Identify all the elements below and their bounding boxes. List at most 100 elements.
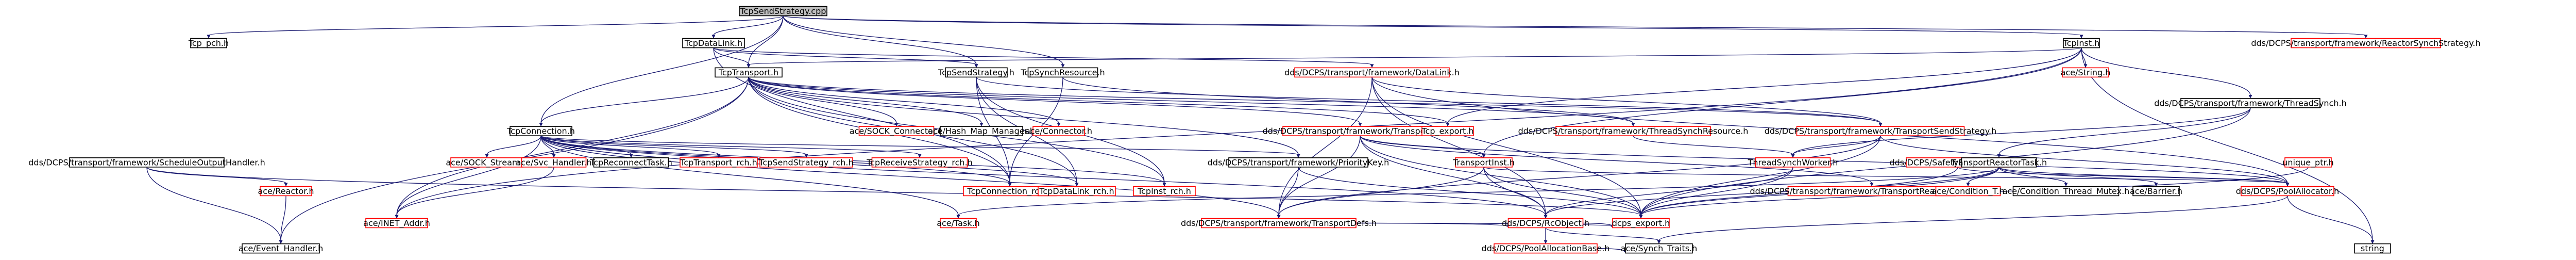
include-file-node[interactable]: TcpReconnectTask.h <box>589 157 672 168</box>
edge-n17-n39 <box>1278 136 1881 216</box>
edge-n8-n41 <box>1371 77 1641 216</box>
edge-arrowhead-n8-n17 <box>1878 123 1883 127</box>
include-file-node[interactable]: TcpTransport.h <box>715 67 783 78</box>
node-label: TransportReactorTask.h <box>1951 157 2047 167</box>
node-box <box>1796 126 1965 136</box>
unresolved-include-node[interactable]: TransportInst.h <box>1452 157 1515 168</box>
include-file-node[interactable]: TcpInst.h <box>2063 38 2100 48</box>
edge-n31-n41 <box>1483 167 1641 216</box>
unresolved-include-node[interactable]: dds/DCPS/RcObject.h <box>1502 218 1589 229</box>
edge-arrowhead-n5-n11 <box>539 123 543 127</box>
node-box <box>365 218 428 229</box>
edge-n34-n43 <box>1998 167 2066 184</box>
unresolved-include-node[interactable]: dds/DCPS/transport/framework/TransportSe… <box>1765 126 1996 136</box>
include-file-node[interactable]: TcpDataLink.h <box>682 38 745 48</box>
include-file-node[interactable]: TransportReactorTask.h <box>1951 157 2047 168</box>
edge-n3-n49 <box>2081 47 2373 241</box>
unresolved-include-node[interactable]: TcpSendStrategy_rch.h <box>758 157 854 168</box>
edge-arrowhead-n11-n28 <box>1162 183 1166 187</box>
unresolved-include-node[interactable]: ace/INET_Addr.h <box>363 218 430 229</box>
node-box <box>2132 186 2180 197</box>
node-label: TcpSynchResource.h <box>1020 68 1105 77</box>
node-label: dds/DCPS/PoolAllocator.h <box>2236 186 2339 196</box>
node-box <box>2291 38 2441 48</box>
edge-n15-n39 <box>1278 136 1361 216</box>
edge-n10-n34 <box>1998 107 2251 155</box>
node-box <box>521 157 587 168</box>
unresolved-include-node[interactable]: dds/DCPS/transport/framework/ReactorSync… <box>2251 38 2481 48</box>
edge-arrowhead-n0-n4 <box>2364 35 2368 39</box>
unresolved-include-node[interactable]: TcpConnection_rch.h <box>963 186 1057 197</box>
node-box <box>1038 186 1116 197</box>
unresolved-include-node[interactable]: dds/DCPS/PoolAllocator.h <box>2236 186 2339 197</box>
edge-n8-n39 <box>1278 77 1372 216</box>
edge-arrowhead-n3-n5 <box>747 64 751 68</box>
unresolved-include-node[interactable]: dds/DCPS/transport/framework/DataLink.h <box>1284 67 1460 78</box>
edge-n34-n45 <box>1998 167 2288 184</box>
unresolved-include-node[interactable]: ace/Task.h <box>937 218 980 229</box>
node-label: Tcp_pch.h <box>188 38 229 48</box>
edge-arrowhead-n11-n20 <box>485 154 489 158</box>
edge-n40-n48 <box>1545 227 1659 241</box>
unresolved-include-node[interactable]: ace/Reactor.h <box>258 186 314 197</box>
include-file-node[interactable]: ace/Hash_Map_Manager.h <box>928 126 1035 137</box>
edge-n32-n40 <box>1545 167 1793 216</box>
unresolved-include-node[interactable]: ace/Svc_Handler.h <box>516 157 592 168</box>
node-label: ace/SOCK_Connector.h <box>850 126 944 137</box>
include-file-node[interactable]: ace/Barrier.h <box>2130 186 2182 197</box>
edge-n11-n29 <box>540 135 1299 155</box>
unresolved-include-node[interactable]: dds/DCPS/transport/framework/TransportDe… <box>1181 218 1377 229</box>
include-file-node[interactable]: ace/Synch_Traits.h <box>1621 243 1698 254</box>
node-label: ThreadSynchWorker.h <box>1748 157 1838 167</box>
unresolved-include-node[interactable]: ace/SOCK_Stream.h <box>446 157 528 168</box>
include-file-node[interactable]: ace/Condition_Thread_Mutex.h <box>2003 186 2130 197</box>
edge-n0-n6 <box>783 15 977 65</box>
include-file-node[interactable]: string <box>2354 243 2391 254</box>
unresolved-include-node[interactable]: TcpTransport_rch.h <box>680 157 758 168</box>
edge-n45-n48 <box>1658 196 2288 241</box>
include-file-node[interactable]: TcpSynchResource.h <box>1020 67 1105 78</box>
unresolved-include-node[interactable]: ace/String.h <box>2061 67 2111 78</box>
unresolved-include-node[interactable]: Tcp_export.h <box>1421 126 1474 137</box>
node-box <box>1032 126 1085 136</box>
node-box <box>945 67 1008 78</box>
edge-n0-n1 <box>208 15 784 36</box>
unresolved-include-node[interactable]: ace/Connector.h <box>1025 126 1092 136</box>
node-label: TcpReceiveStrategy_rch.h <box>866 157 973 168</box>
edge-n19-n46 <box>146 167 281 241</box>
node-box <box>242 243 320 254</box>
include-file-node[interactable]: dds/DCPS/transport/framework/ThreadSynch… <box>2154 98 2347 108</box>
include-file-node[interactable]: ace/Event_Handler.h <box>239 243 323 254</box>
unresolved-include-node[interactable]: dcps_export.h <box>1612 218 1670 229</box>
edge-arrowhead-n21-n37 <box>395 215 399 219</box>
edge-n0-n2 <box>713 15 784 36</box>
include-file-node[interactable]: TcpConnection.h <box>506 126 575 136</box>
node-box <box>2180 98 2320 108</box>
unresolved-include-node[interactable]: TcpInst_rch.h <box>1133 186 1196 197</box>
include-file-node[interactable]: dds/DCPS/transport/framework/PriorityKey… <box>1208 157 1389 168</box>
include-file-node[interactable]: TcpSendStrategy.h <box>938 67 1014 78</box>
include-file-node[interactable]: Tcp_pch.h <box>188 38 229 48</box>
node-label: ace/Condition_T.h <box>1931 186 2004 197</box>
unresolved-include-node[interactable]: TcpReceiveStrategy_rch.h <box>866 157 973 168</box>
edge-n29-n39 <box>1278 167 1299 216</box>
edge-arrowhead-n45-n49 <box>2370 240 2375 244</box>
edge-arrowhead-n15-n31 <box>1482 154 1486 158</box>
unresolved-include-node[interactable]: dds/DCPS/transport/framework/TransportIm… <box>1263 126 1458 136</box>
unresolved-include-node[interactable]: TcpDataLink_rch.h <box>1038 186 1116 197</box>
edge-arrowhead-n0-n3 <box>2079 35 2083 39</box>
unresolved-include-node[interactable]: ace/Condition_T.h <box>1931 186 2005 197</box>
include-file-node[interactable]: dds/DCPS/transport/framework/ScheduleOut… <box>28 157 265 168</box>
unresolved-include-node[interactable]: ThreadSynchWorker.h <box>1748 157 1838 168</box>
edge-n3-n10 <box>2081 47 2251 95</box>
edge-arrowhead-n7-n16 <box>1631 123 1635 127</box>
graph-edges <box>146 15 2375 252</box>
unresolved-include-node[interactable]: dds/DCPS/transport/framework/TransportRe… <box>1750 186 1994 197</box>
node-box <box>1133 186 1196 197</box>
edge-arrowhead-n5-n15 <box>1358 123 1362 127</box>
unresolved-include-node[interactable]: dds/DCPS/PoolAllocationBase.h <box>1482 243 1610 254</box>
unresolved-include-node[interactable]: ace/SOCK_Connector.h <box>850 126 944 137</box>
unresolved-include-node[interactable]: unique_ptr.h <box>2282 157 2334 168</box>
unresolved-include-node[interactable]: dds/DCPS/transport/framework/ThreadSynch… <box>1518 126 1749 136</box>
edge-n3-n5 <box>748 47 2082 66</box>
